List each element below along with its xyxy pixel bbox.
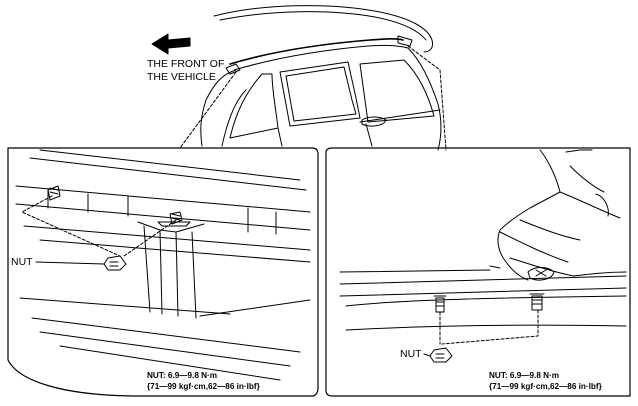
right-torque-line1: NUT: 6.9—9.8 N·m [489, 371, 560, 380]
front-label-line2: THE VEHICLE [147, 71, 216, 83]
door-handle [361, 116, 387, 127]
roof-rail [229, 38, 404, 65]
right-nut-label: NUT [400, 348, 422, 360]
front-label-line1: THE FRONT OF [147, 58, 225, 70]
left-torque-line1: NUT: 6.9—9.8 N·m [147, 371, 218, 380]
vehicle-overview [179, 5, 447, 151]
right-torque-line2: {71—99 kgf·cm,62—86 in·lbf} [489, 381, 602, 391]
front-of-vehicle-label: THE FRONT OF THE VEHICLE [147, 58, 224, 84]
left-stud-2 [169, 211, 183, 225]
right-bracket [527, 267, 555, 281]
left-stud-1 [47, 185, 61, 201]
right-nut-icon [429, 347, 453, 363]
left-detail-frame [7, 147, 319, 397]
left-nut-label: NUT [11, 256, 33, 268]
left-nut-icon [103, 255, 127, 271]
left-detail-panel [7, 147, 319, 397]
rear-door-window [229, 73, 279, 139]
quarter-window [279, 61, 361, 127]
left-torque-spec: NUT: 6.9—9.8 N·m {71—99 kgf·cm,62—86 in·… [147, 371, 260, 392]
right-stud-1 [435, 297, 445, 313]
right-stud-2 [531, 295, 543, 311]
left-torque-line2: {71—99 kgf·cm,62—86 in·lbf} [147, 381, 260, 391]
right-detail-frame [325, 147, 631, 397]
front-direction-arrow [151, 33, 191, 55]
right-torque-spec: NUT: 6.9—9.8 N·m {71—99 kgf·cm,62—86 in·… [489, 371, 602, 392]
right-detail-panel [325, 147, 631, 397]
